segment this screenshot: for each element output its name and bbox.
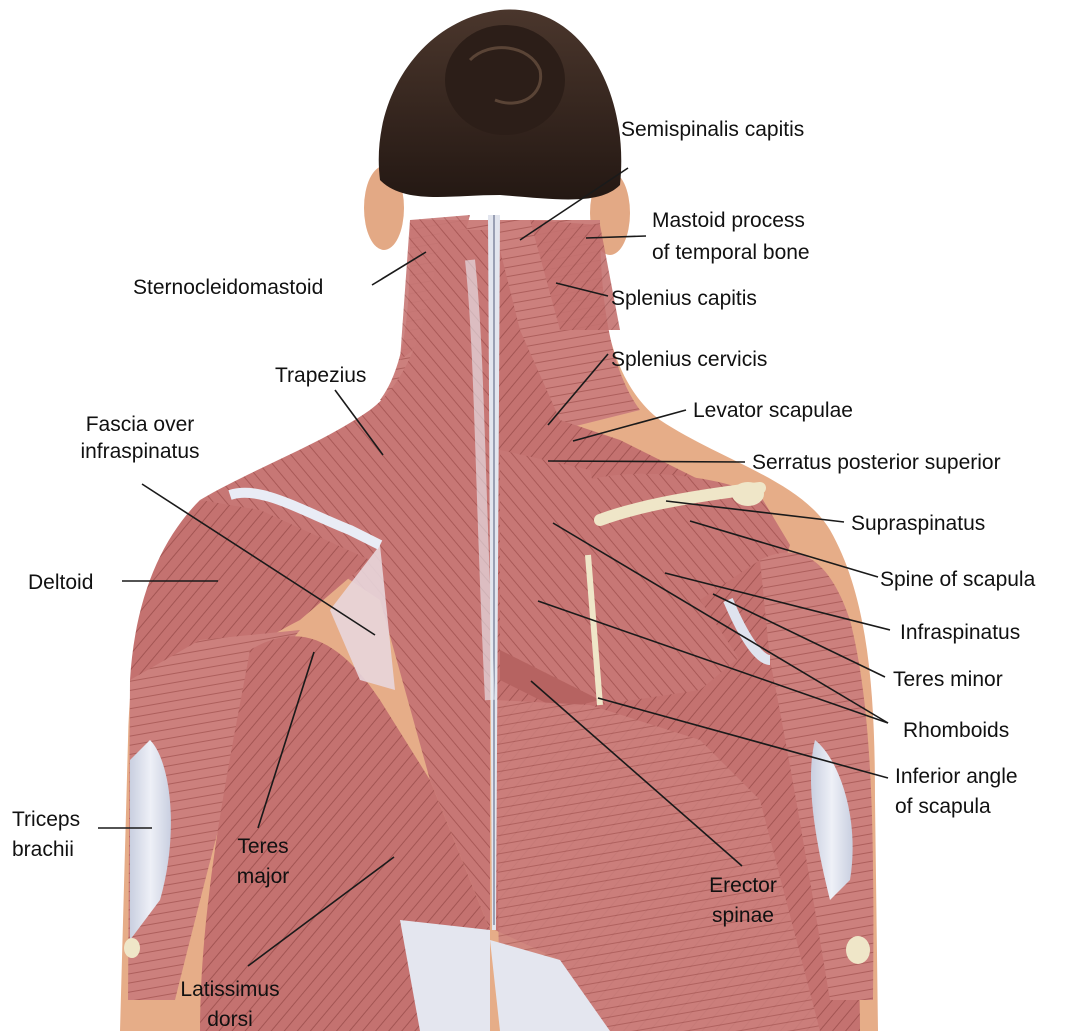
label-mastoid-process: Mastoid process of temporal bone [652,205,810,269]
label-spine-of-scapula: Spine of scapula [880,566,1035,593]
label-teres-major-line-2: major [218,862,308,892]
label-mastoid-line-2: of temporal bone [652,237,810,269]
label-fascia-line-2: infraspinatus [55,438,225,465]
label-inferior-line-1: Inferior angle [895,762,1018,792]
label-infraspinatus: Infraspinatus [900,619,1020,646]
right-scapula-region [588,474,790,705]
label-erector-line-1: Erector [693,871,793,901]
label-erector-spinae: Erector spinae [693,871,793,931]
label-semispinalis-capitis: Semispinalis capitis [621,116,804,143]
label-serratus-posterior-superior: Serratus posterior superior [752,449,1001,476]
label-mastoid-line-1: Mastoid process [652,205,810,237]
label-triceps-brachii: Triceps brachii [12,805,80,865]
label-rhomboids: Rhomboids [903,717,1009,744]
label-fascia-line-1: Fascia over [55,411,225,438]
label-erector-line-2: spinae [693,901,793,931]
label-latissimus-line-1: Latissimus [160,975,300,1005]
label-triceps-line-2: brachii [12,835,80,865]
label-trapezius: Trapezius [275,362,366,389]
label-inferior-line-2: of scapula [895,792,1018,822]
label-deltoid: Deltoid [28,569,93,596]
label-sternocleidomastoid: Sternocleidomastoid [133,274,323,301]
label-supraspinatus: Supraspinatus [851,510,985,537]
label-triceps-line-1: Triceps [12,805,80,835]
label-splenius-capitis: Splenius capitis [611,285,757,312]
label-splenius-cervicis: Splenius cervicis [611,346,767,373]
label-teres-major: Teres major [218,832,308,892]
label-inferior-angle-of-scapula: Inferior angle of scapula [895,762,1018,822]
label-levator-scapulae: Levator scapulae [693,397,853,424]
label-fascia-over-infraspinatus: Fascia over infraspinatus [55,411,225,465]
label-teres-major-line-1: Teres [218,832,308,862]
leader-serratus [548,461,745,462]
label-teres-minor: Teres minor [893,666,1003,693]
label-latissimus-dorsi: Latissimus dorsi [160,975,300,1035]
